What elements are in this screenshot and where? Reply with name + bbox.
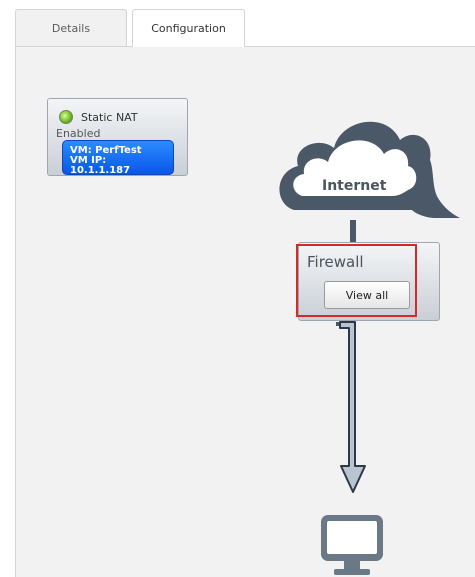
- tab-bar: Details Configuration: [0, 0, 475, 47]
- vm-name: VM: PerfTest: [70, 145, 142, 156]
- vm-info-box[interactable]: VM: PerfTest VM IP: 10.1.1.187: [62, 140, 174, 175]
- monitor-icon: [321, 515, 383, 575]
- traffic-arrow-icon: [336, 321, 366, 493]
- tab-configuration[interactable]: Configuration: [132, 9, 245, 47]
- cloud-icon: [279, 121, 460, 218]
- static-nat-title: Static NAT: [81, 111, 138, 124]
- tab-details[interactable]: Details: [15, 9, 127, 46]
- internet-label: Internet: [322, 178, 387, 194]
- vm-ip: 10.1.1.187: [70, 165, 131, 175]
- static-nat-status: Enabled: [56, 127, 101, 140]
- internet-connector: [350, 220, 356, 242]
- firewall-highlight: [296, 244, 417, 317]
- static-nat-box: Static NAT Enabled VM: PerfTest VM IP: 1…: [47, 98, 188, 176]
- vm-ip-label: VM IP:: [70, 155, 107, 166]
- status-indicator-icon: [59, 110, 73, 124]
- view-all-button[interactable]: View all: [324, 281, 410, 309]
- firewall-title: Firewall: [307, 253, 364, 271]
- tab-divider: [15, 46, 475, 47]
